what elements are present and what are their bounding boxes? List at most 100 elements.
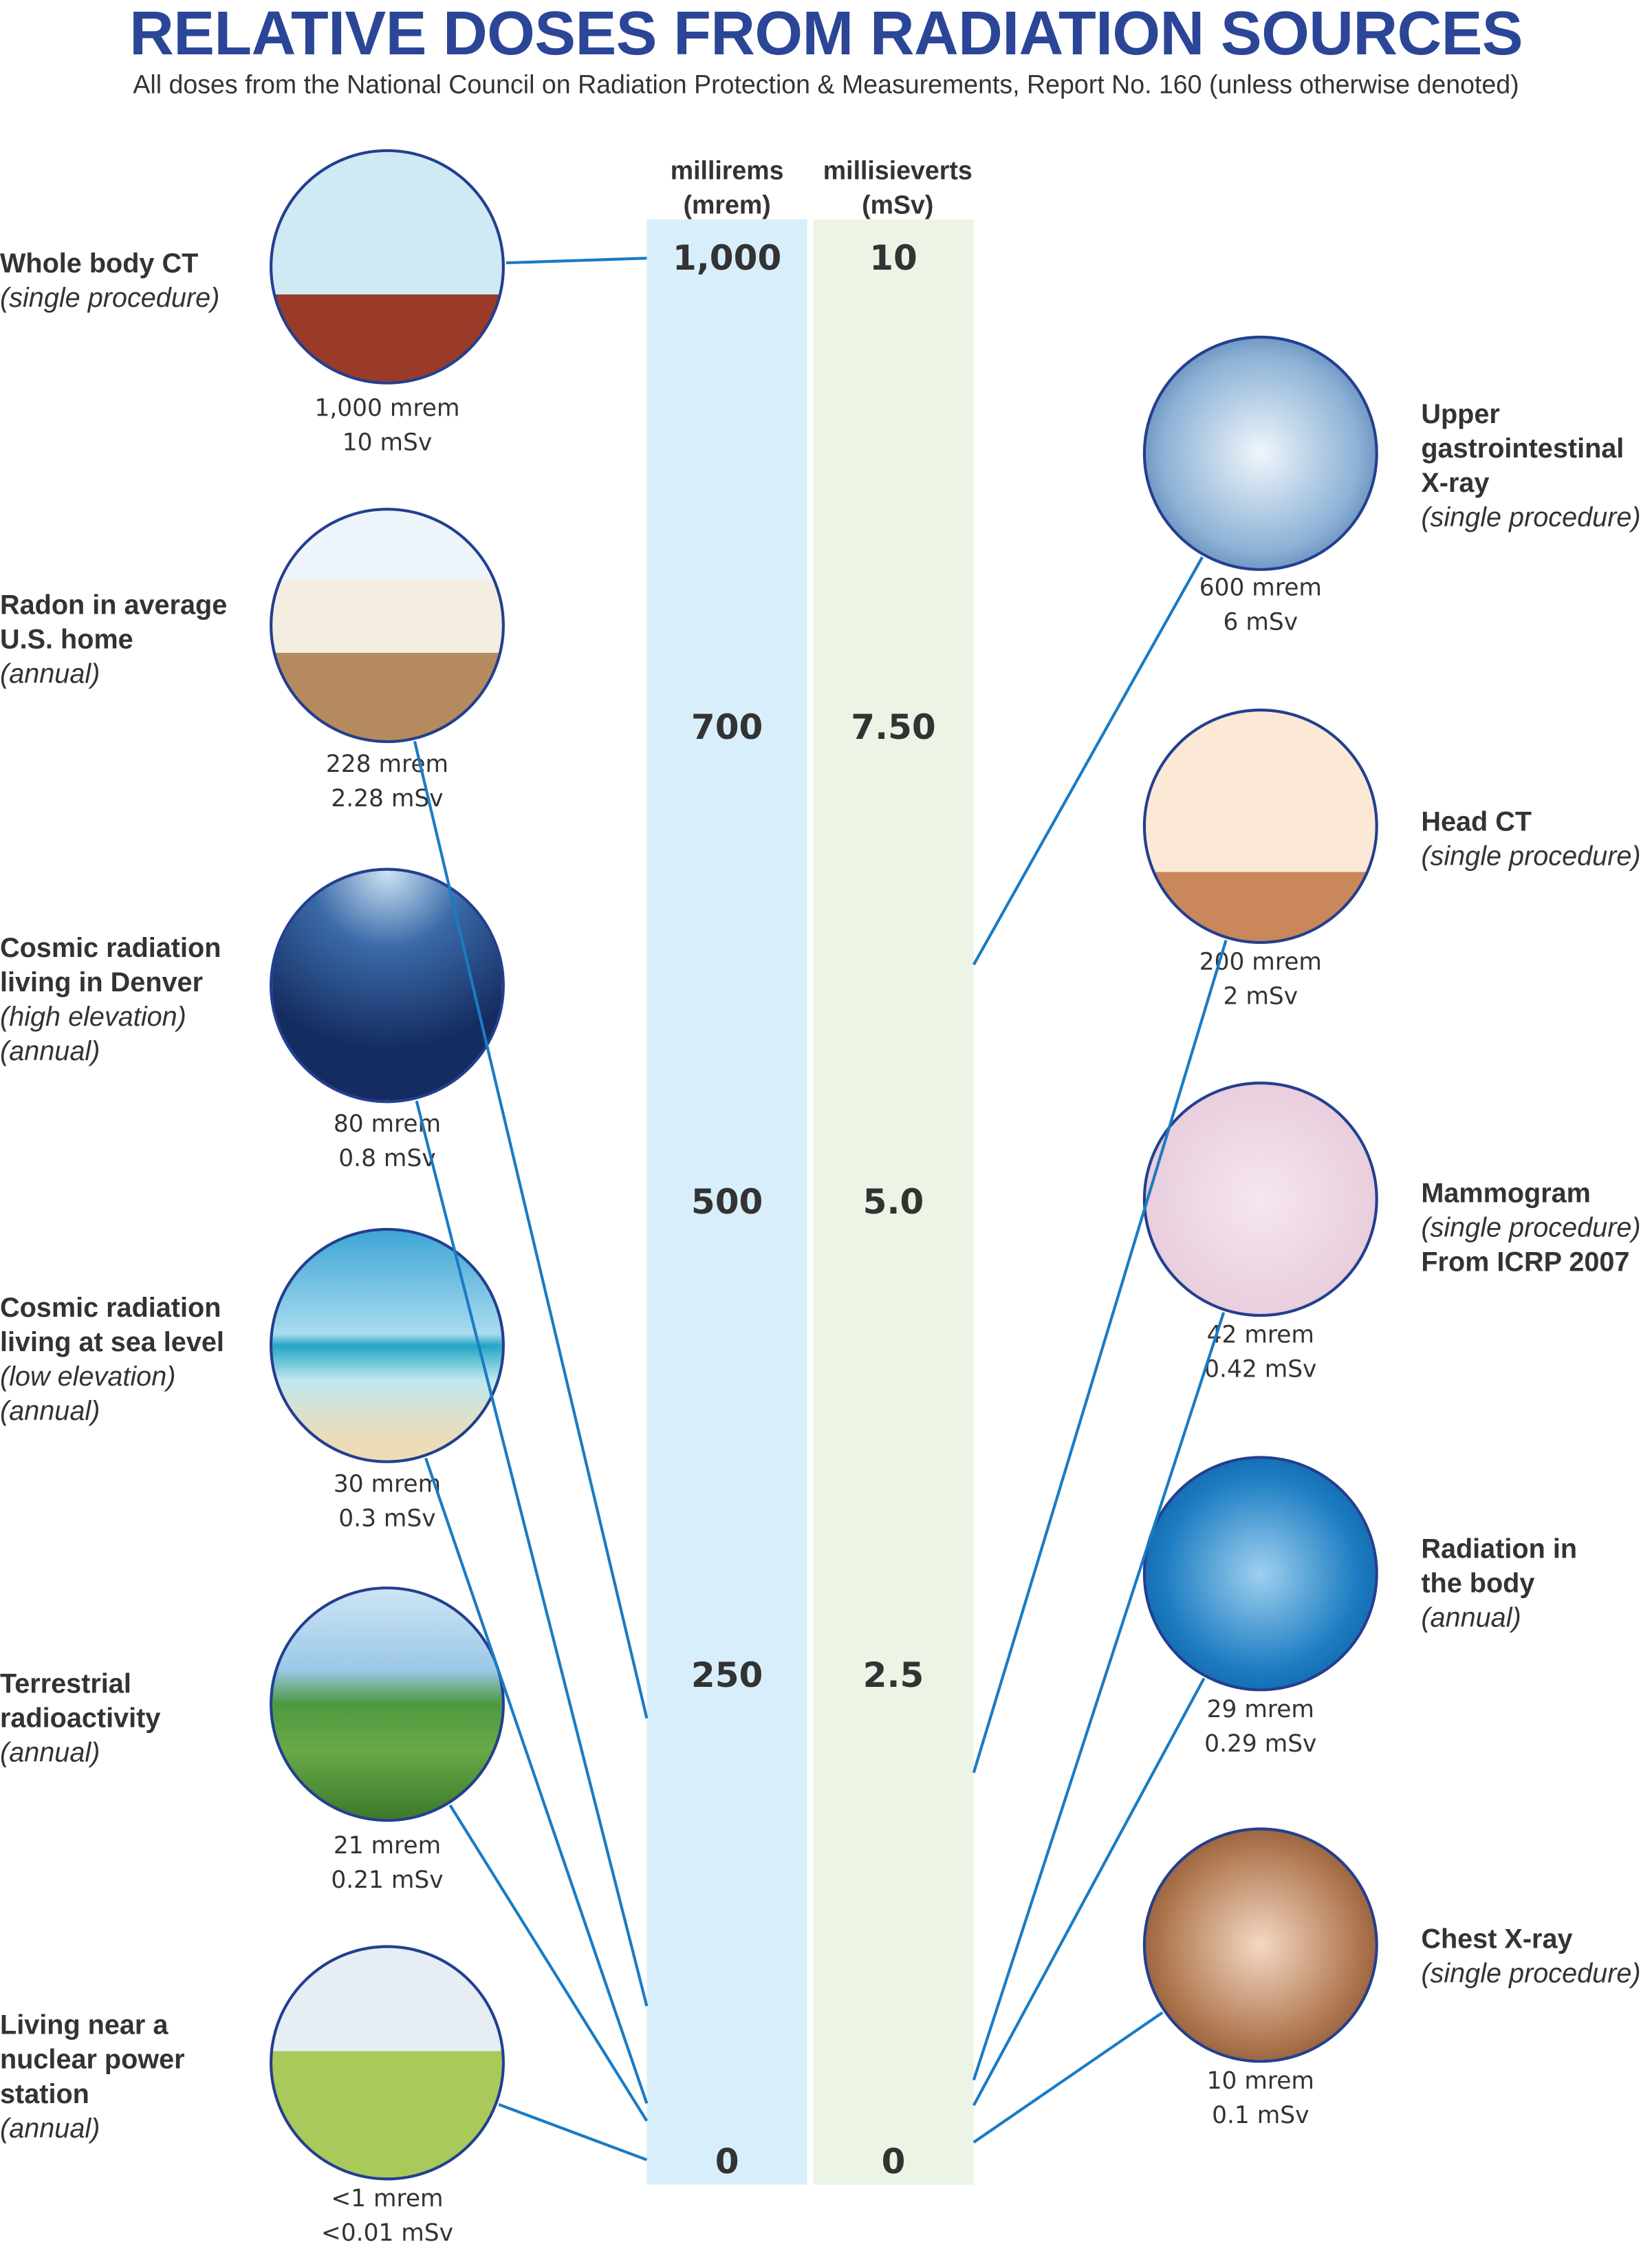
- source-name-line: Mammogram: [1421, 1178, 1591, 1209]
- beach-palm-icon: [269, 1227, 505, 1463]
- source-name-line: Radiation in: [1421, 1535, 1578, 1565]
- scale-tick-msv: 5.0: [862, 1182, 924, 1223]
- chest-xray-icon: [1142, 1827, 1378, 2063]
- dose-mrem: 30 mrem: [333, 1470, 442, 1498]
- source-name-line: station: [0, 2080, 89, 2111]
- msv-scale-column: [813, 219, 974, 2185]
- msv-header-line1: millisieverts: [823, 156, 972, 185]
- dose-mrem: <1 mrem: [331, 2184, 444, 2212]
- dose-mrem: 42 mrem: [1206, 1321, 1314, 1348]
- source-name-line: From ICRP 2007: [1421, 1248, 1630, 1278]
- source-label: Chest X-ray(single procedure): [1421, 1924, 1640, 1992]
- source-name-line: Radon in average: [0, 591, 228, 621]
- dose-msv: 0.1 mSv: [1212, 2101, 1309, 2129]
- dose-value: 10 mrem 0.1 mSv: [1131, 2064, 1389, 2133]
- connector-line: [448, 1804, 649, 2122]
- connector-line: [498, 2103, 648, 2162]
- mrem-column-header: millirems (mrem): [634, 153, 820, 222]
- dose-msv: 0.21 mSv: [331, 1866, 444, 1894]
- house-icon: [269, 508, 505, 744]
- source-name-line: radioactivity: [0, 1704, 161, 1734]
- dose-value: <1 mrem <0.01 mSv: [258, 2182, 516, 2250]
- connector-line: [972, 2011, 1164, 2144]
- scale-tick-mrem: 700: [691, 707, 763, 748]
- source-note-line: (single procedure): [1421, 1959, 1641, 1990]
- source-note-line: (single procedure): [1421, 841, 1641, 872]
- source-note-line: (annual): [0, 1738, 100, 1769]
- dose-msv: <0.01 mSv: [320, 2219, 454, 2247]
- source-note-line: (annual): [0, 1397, 100, 1428]
- source-label: Terrestrial radioactivity (annual): [0, 1668, 160, 1771]
- green-hills-icon: [269, 1586, 505, 1822]
- source-name-line: Terrestrial: [0, 1670, 131, 1700]
- source-note-line: (single procedure): [0, 283, 220, 314]
- source-label: Mammogram (single procedure) From ICRP 200…: [1421, 1178, 1640, 1281]
- source-name-line: U.S. home: [0, 625, 133, 656]
- dose-mrem: 10 mrem: [1206, 2067, 1314, 2095]
- source-label: Cosmic radiation living at sea level(low …: [0, 1293, 224, 1430]
- source-name-line: X-ray: [1421, 468, 1490, 499]
- connector-line: [415, 1100, 649, 2007]
- source-name-line: gastrointestinal: [1421, 434, 1624, 465]
- source-name-line: nuclear power: [0, 2045, 185, 2076]
- source-label: Whole body CT(single procedure): [0, 248, 219, 317]
- scale-tick-msv: 7.50: [851, 707, 936, 748]
- source-name-line: Living near a: [0, 2011, 169, 2042]
- source-name-line: Head CT: [1421, 807, 1532, 838]
- source-name-line: the body: [1421, 1569, 1535, 1600]
- dose-value: 30 mrem 0.3 mSv: [258, 1467, 516, 1536]
- source-note-line: (single procedure): [1421, 1213, 1641, 1244]
- source-note-line: (annual): [0, 660, 100, 690]
- ct-scanner-icon: [269, 149, 505, 385]
- source-name-line: Upper: [1421, 400, 1500, 431]
- source-name-line: living at sea level: [0, 1328, 224, 1359]
- mountain-stars-icon: [269, 868, 505, 1103]
- msv-column-header: millisieverts (mSv): [805, 153, 991, 222]
- dose-msv: 0.8 mSv: [338, 1144, 436, 1172]
- scale-tick-mrem: 0: [715, 2142, 739, 2182]
- mrem-scale-column: [646, 219, 807, 2185]
- dose-mrem: 29 mrem: [1206, 1695, 1314, 1723]
- connector-line: [413, 740, 649, 1719]
- connector-line: [972, 1312, 1226, 2081]
- scale-tick-mrem: 1,000: [672, 238, 782, 279]
- glowing-body-icon: [1142, 1456, 1378, 1692]
- connector-line: [506, 257, 647, 265]
- head-ct-icon: [1142, 709, 1378, 944]
- scale-tick-msv: 0: [881, 2142, 906, 2182]
- source-name-line: living in Denver: [0, 968, 204, 999]
- msv-header-line2: (mSv): [862, 191, 934, 220]
- scale-tick-mrem: 500: [691, 1182, 763, 1223]
- source-name-line: Cosmic radiation: [0, 1293, 221, 1324]
- source-note-line: (annual): [0, 1037, 100, 1068]
- connector-line: [972, 1677, 1206, 2107]
- source-note-line: (high elevation): [0, 1002, 186, 1033]
- subtitle: All doses from the National Council on R…: [133, 70, 1519, 99]
- scale-tick-msv: 2.5: [862, 1655, 924, 1696]
- page-title: RELATIVE DOSES FROM RADIATION SOURCES: [129, 0, 1523, 69]
- dose-msv: 2 mSv: [1223, 982, 1298, 1010]
- mrem-header-line2: (mrem): [683, 191, 771, 220]
- source-name-line: Cosmic radiation: [0, 934, 221, 965]
- mrem-header-line1: millirems: [670, 156, 784, 185]
- dose-msv: 0.3 mSv: [338, 1505, 436, 1532]
- source-note-line: (annual): [0, 2114, 100, 2145]
- mammography-machine-icon: [1142, 1081, 1378, 1317]
- scale-tick-mrem: 250: [691, 1655, 763, 1696]
- dose-msv: 6 mSv: [1223, 608, 1298, 636]
- nuclear-plant-icon: [269, 1945, 505, 2181]
- connector-line: [972, 556, 1204, 966]
- source-note-line: (low elevation): [0, 1362, 176, 1393]
- dose-msv: 2.28 mSv: [331, 784, 444, 812]
- connector-line: [424, 1457, 649, 2104]
